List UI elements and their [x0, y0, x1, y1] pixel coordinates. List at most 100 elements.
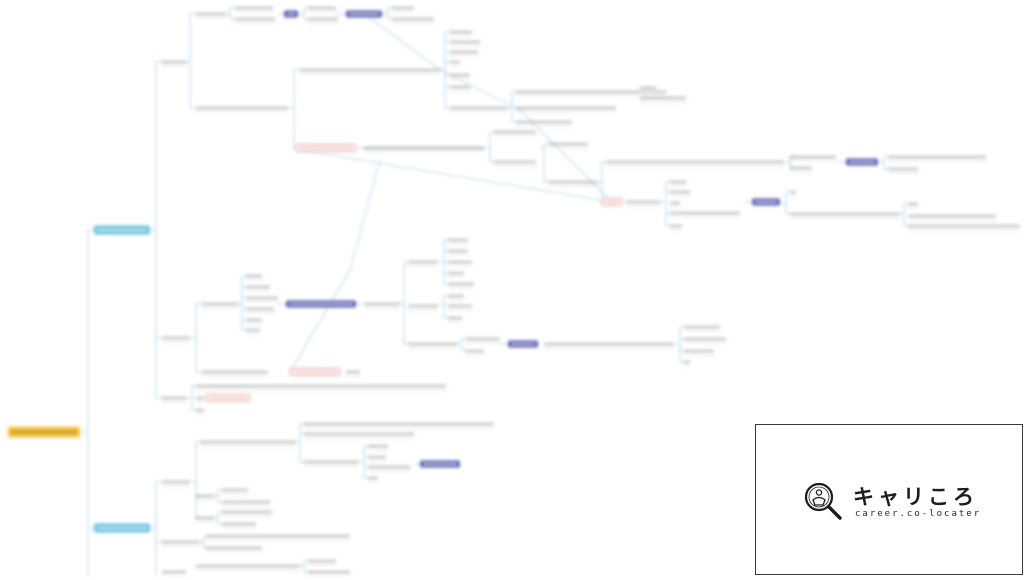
node-text-placeholder: [196, 396, 204, 400]
node-text-placeholder: [349, 13, 379, 15]
node-text-placeholder: [684, 360, 690, 364]
node-text-placeholder: [448, 294, 464, 298]
node-text-placeholder: [368, 465, 410, 469]
node-text-placeholder: [346, 370, 360, 374]
node-text-placeholder: [289, 303, 353, 305]
node-text-placeholder: [162, 480, 190, 484]
logo-subtitle: career.co-locater: [855, 509, 982, 519]
node-text-placeholder: [200, 440, 296, 444]
node-text-placeholder: [206, 534, 350, 538]
node-text-placeholder: [246, 328, 260, 332]
logo-title: キャリころ: [853, 485, 978, 509]
node-text-placeholder: [670, 224, 682, 228]
node-text-placeholder: [206, 546, 262, 550]
node-text-placeholder: [196, 408, 204, 412]
node-text-placeholder: [511, 343, 535, 345]
node-text-placeholder: [202, 302, 238, 306]
node-text-placeholder: [97, 229, 147, 231]
node-text-placeholder: [908, 214, 996, 218]
magnifier-with-person-icon: [804, 482, 842, 520]
node-text-placeholder: [640, 86, 656, 90]
node-text-placeholder: [450, 60, 460, 64]
node-text-placeholder: [450, 50, 478, 54]
node-text-placeholder: [196, 564, 300, 568]
node-text-placeholder: [450, 73, 470, 77]
node-text-placeholder: [408, 260, 438, 264]
node-text-placeholder: [97, 527, 147, 529]
node-text-placeholder: [287, 13, 295, 15]
node-text-placeholder: [408, 342, 458, 346]
node-text-placeholder: [849, 161, 875, 163]
node-text-placeholder: [246, 318, 262, 322]
node-text-placeholder: [544, 342, 674, 346]
node-text-placeholder: [755, 201, 777, 203]
node-text-placeholder: [670, 211, 740, 215]
node-text-placeholder: [790, 212, 900, 216]
node-text-placeholder: [908, 202, 918, 206]
node-text-placeholder: [209, 397, 247, 399]
node-text-placeholder: [670, 190, 690, 194]
node-text-placeholder: [908, 224, 1020, 228]
node-text-placeholder: [162, 336, 190, 340]
node-text-placeholder: [162, 396, 186, 400]
node-text-placeholder: [423, 463, 457, 465]
node-text-placeholder: [196, 12, 226, 16]
node-text-placeholder: [494, 130, 536, 134]
node-text-placeholder: [790, 166, 812, 170]
node-text-placeholder: [494, 160, 536, 164]
node-text-placeholder: [11, 431, 77, 433]
node-text-placeholder: [235, 17, 275, 21]
node-text-placeholder: [364, 146, 484, 150]
node-text-placeholder: [888, 167, 918, 171]
node-text-placeholder: [196, 494, 214, 498]
node-text-placeholder: [196, 384, 446, 388]
node-text-placeholder: [308, 559, 336, 563]
node-text-placeholder: [196, 106, 288, 110]
node-text-placeholder: [304, 460, 358, 464]
node-text-placeholder: [790, 155, 836, 159]
node-text-placeholder: [202, 370, 268, 374]
node-text-placeholder: [308, 570, 350, 574]
node-text-placeholder: [450, 30, 472, 34]
node-text-placeholder: [606, 160, 784, 164]
node-text-placeholder: [448, 260, 472, 264]
node-text-placeholder: [222, 510, 272, 514]
node-text-placeholder: [246, 274, 262, 278]
node-text-placeholder: [626, 200, 660, 204]
node-text-placeholder: [368, 444, 388, 448]
node-text-placeholder: [684, 325, 720, 329]
node-text-placeholder: [222, 500, 270, 504]
node-text-placeholder: [448, 282, 474, 286]
node-text-placeholder: [304, 422, 494, 426]
node-text-placeholder: [450, 106, 508, 110]
node-text-placeholder: [293, 371, 337, 373]
node-text-placeholder: [196, 516, 214, 520]
node-text-placeholder: [448, 238, 468, 242]
node-text-placeholder: [300, 68, 440, 72]
node-text-placeholder: [304, 432, 414, 436]
node-text-placeholder: [308, 17, 338, 21]
node-text-placeholder: [448, 249, 468, 253]
node-text-placeholder: [246, 296, 278, 300]
node-text-placeholder: [222, 522, 256, 526]
node-text-placeholder: [605, 201, 619, 203]
node-text-placeholder: [308, 6, 336, 10]
node-text-placeholder: [408, 304, 438, 308]
node-text-placeholder: [684, 349, 714, 353]
node-text-placeholder: [368, 455, 386, 459]
node-text-placeholder: [516, 120, 572, 124]
node-text-placeholder: [448, 304, 472, 308]
node-text-placeholder: [162, 570, 186, 574]
node-text-placeholder: [235, 6, 273, 10]
node-text-placeholder: [364, 302, 400, 306]
node-text-placeholder: [670, 180, 686, 184]
node-text-placeholder: [450, 40, 480, 44]
node-text-placeholder: [888, 155, 986, 159]
node-text-placeholder: [516, 106, 616, 110]
node-text-placeholder: [548, 180, 598, 184]
node-text-placeholder: [516, 90, 666, 94]
node-text-placeholder: [466, 337, 500, 341]
node-text-placeholder: [222, 488, 248, 492]
